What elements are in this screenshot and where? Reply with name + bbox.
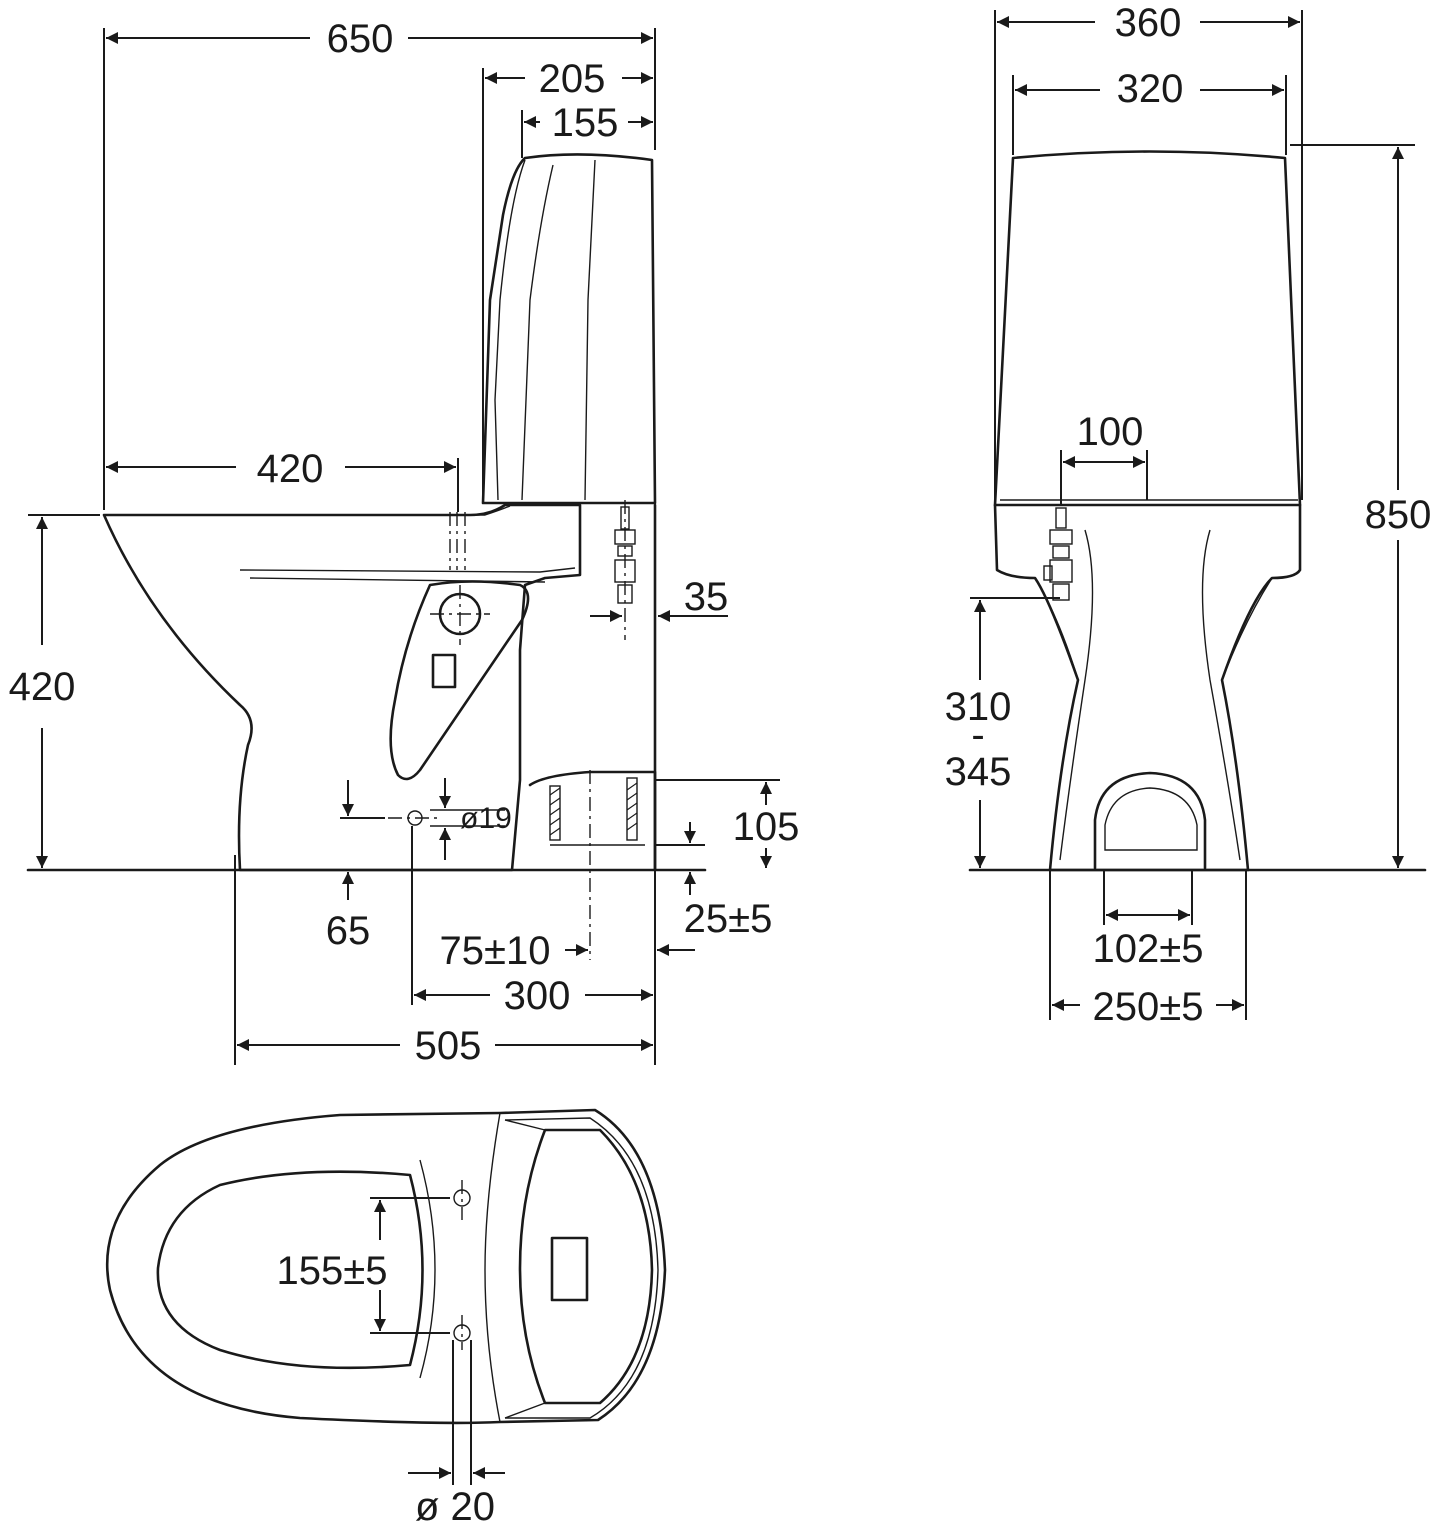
bowl-top-outer (105, 1108, 667, 1425)
label-drain-diameter: ø19 (460, 802, 512, 835)
tank-front (993, 150, 1302, 507)
label-overall-depth: 650 (327, 17, 394, 61)
label-tank-depth-inner: 155 (552, 101, 619, 145)
bowl-top-inner (156, 1170, 424, 1370)
label-fixing-diameter: ø 20 (415, 1485, 495, 1526)
pedestal-front (993, 503, 1302, 872)
label-base-width: 250±5 (1093, 985, 1204, 1029)
label-inlet-height-sep: - (971, 713, 984, 757)
inlet-valve-front (1043, 507, 1073, 601)
bowl-outline (102, 503, 582, 872)
label-total-height: 850 (1365, 493, 1432, 537)
label-overall-width: 360 (1115, 1, 1182, 45)
outlet-collar (528, 770, 657, 872)
label-seat-height: 420 (9, 665, 76, 709)
label-drain-height: 65 (326, 909, 371, 953)
outlet-arch (1093, 771, 1207, 870)
rim-line (239, 505, 576, 583)
flush-button (550, 1236, 589, 1302)
label-tank-width: 320 (1117, 67, 1184, 111)
label-seat-to-tank: 420 (257, 447, 324, 491)
side-view (26, 153, 707, 960)
label-fixing-spacing: 155±5 (277, 1249, 388, 1293)
label-outlet-width: 102±5 (1093, 927, 1204, 971)
front-view (968, 150, 1427, 872)
label-outlet-height: 105 (733, 805, 800, 849)
side-dimensions (28, 28, 780, 1065)
label-outlet-offset: 25±5 (684, 897, 773, 941)
front-dimensions (970, 10, 1415, 1020)
top-dimensions (370, 1197, 505, 1485)
label-inlet-height-max: 345 (945, 750, 1012, 794)
label-footprint-depth: 505 (415, 1024, 482, 1068)
label-inlet-height-min: 310 (945, 685, 1012, 729)
label-drain-to-wall: 300 (504, 974, 571, 1018)
inlet-valve (614, 500, 636, 640)
tank-side (481, 153, 657, 505)
trapway (389, 580, 530, 781)
label-inlet-from-wall: 35 (684, 575, 729, 619)
dimension-labels: 650 205 155 420 420 35 105 25±5 65 ø19 7… (9, 1, 1432, 1526)
label-tank-depth-outer: 205 (539, 57, 606, 101)
label-inlet-offset: 100 (1077, 410, 1144, 454)
label-outlet-to-wall: 75±10 (440, 929, 551, 973)
top-view (105, 1108, 667, 1425)
inspection-port (431, 653, 457, 689)
tank-lid-top (518, 1128, 654, 1405)
